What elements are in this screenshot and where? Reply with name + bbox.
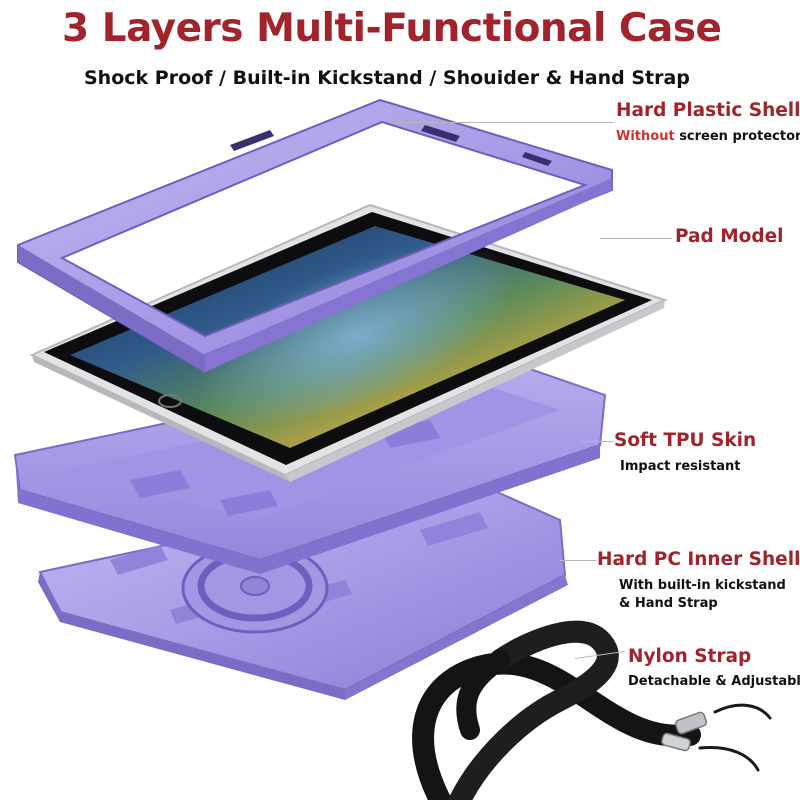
callout-title: Nylon Strap [628,646,752,667]
callout-title: Hard PC Inner Shell [597,549,800,570]
tablet-image [29,203,668,482]
leader-line-shell [392,122,614,123]
callout-note-line2: & Hand Strap [619,596,718,611]
hard-plastic-shell-image [17,98,613,374]
nylon-strap-image [412,620,772,800]
leader-line-pad [600,238,672,239]
page-title: 3 Layers Multi-Functional Case [62,6,722,51]
callout-nylon-strap: Nylon Strap Detachable & Adjustable [628,646,800,689]
callout-note-accent: Without [616,129,675,144]
callout-hard-plastic-shell: Hard Plastic Shell Without screen protec… [616,100,800,144]
callout-pad-model: Pad Model [675,226,783,247]
callout-note: Impact resistant [620,459,741,474]
callout-note-rest: screen protector [674,129,800,144]
callout-note: Without screen protector [616,129,800,144]
callout-title: Pad Model [675,226,784,247]
callout-note: Detachable & Adjustable [628,674,800,689]
callout-hard-pc-inner-shell: Hard PC Inner Shell With built-in kickst… [597,549,800,611]
callout-title: Hard Plastic Shell [616,100,800,121]
callout-note-line1: With built-in kickstand [619,578,786,593]
page-subtitle: Shock Proof / Built-in Kickstand / Shoui… [84,67,690,89]
hard-pc-inner-shell-image [38,478,568,700]
leader-line-tpu [580,441,614,442]
callout-soft-tpu-skin: Soft TPU Skin Impact resistant [614,430,756,474]
leader-line-inner [560,560,596,561]
callout-title: Soft TPU Skin [614,430,757,451]
